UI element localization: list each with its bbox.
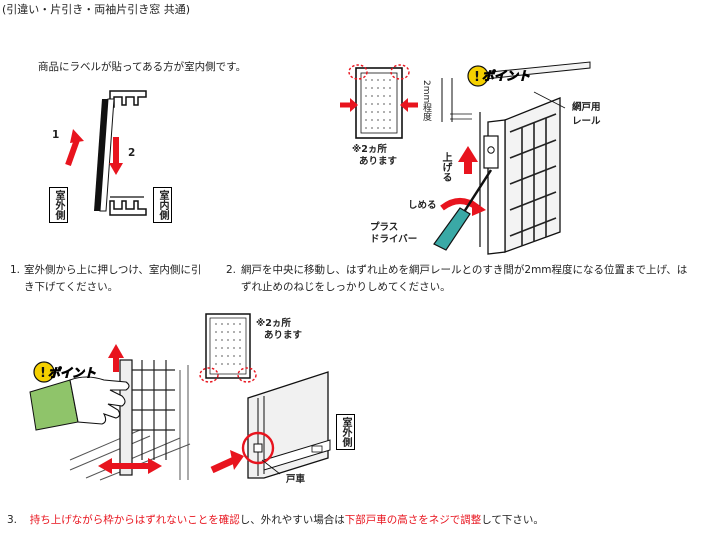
point-badge-icon-2: !: [33, 361, 55, 383]
indoor-side-badge: 室内側: [153, 187, 172, 223]
outdoor-side-badge-2: 室外側: [336, 414, 355, 450]
stopper-note-line1: ※2ヵ所: [352, 144, 387, 155]
step1-line2: き下げてください。: [24, 281, 119, 293]
screwdriver-icon: [433, 169, 493, 251]
step3-red-part2: 下部戸車の高さをネジで調整: [344, 514, 482, 526]
step2-line1: 網戸を中央に移動し、はずれ止めを網戸レールとのすき間が2mm程度になる位置まで上…: [241, 264, 688, 276]
figure-adjust-stopper: ! ポイント 2mm程度 網戸用 レール 上げる しめる プラス ドライバー: [360, 61, 640, 262]
step1-line1: 室外側から上に押しつけ、室内側に引: [24, 264, 202, 276]
rail-label-line2: レール: [572, 116, 601, 127]
lift-label: 上げる: [440, 152, 451, 182]
figure-stopper-location-top: ※2ヵ所 あります: [338, 58, 418, 168]
step3-black-part2: して下さい。: [481, 514, 544, 526]
roller-note-line2: あります: [264, 330, 303, 341]
roller-detail-drawing: [199, 313, 331, 479]
figure-install-screen-drawing: [65, 90, 147, 216]
driver-label-line2: ドライバー: [370, 234, 418, 245]
roller-note-line1: ※2ヵ所: [256, 318, 291, 329]
step3-red-part1: 持ち上げながら枠からはずれないことを確認: [29, 514, 240, 526]
figure-roller-detail: ※2ヵ所 あります 戸車: [199, 310, 370, 490]
page-title: (引違い・片引き・両袖片引き窓 共通): [2, 3, 191, 16]
inward-arrow-left: [340, 98, 358, 112]
roller-pointer-arrow: [210, 450, 244, 474]
intro-text: 商品にラベルが貼ってある方が室内側です。: [38, 61, 247, 73]
push-up-arrow: [65, 129, 84, 167]
stopper-note-line2: あります: [359, 156, 398, 167]
figure-lift-check: ! ポイント: [29, 310, 200, 481]
svg-text:!: !: [40, 366, 46, 381]
roller-label: 戸車: [286, 474, 306, 485]
step-number-1-label: 1: [52, 129, 60, 141]
lift-check-drawing: !: [29, 344, 191, 481]
stopper-location-top-drawing: [340, 64, 418, 139]
pull-down-arrow: [109, 137, 123, 175]
gap-2mm-label: 2mm程度: [421, 80, 431, 122]
tighten-curved-arrow: [440, 198, 486, 216]
point-label: ポイント: [482, 69, 531, 83]
hand-icon: [29, 376, 130, 431]
point-badge-icon: !: [467, 65, 489, 87]
step3-black-part1: し、外れやすい場合は: [239, 514, 345, 526]
rail-label-line1: 網戸用: [572, 102, 601, 113]
inward-arrow-right: [400, 98, 418, 112]
lift-up-arrow: [458, 146, 478, 174]
step-number-2-label: 2: [128, 147, 136, 159]
outdoor-side-badge: 室外側: [49, 187, 68, 223]
lift-up-arrow-2: [108, 344, 124, 372]
step1-number: 1.: [10, 264, 21, 276]
svg-text:!: !: [474, 70, 480, 85]
step3-number: 3.: [7, 514, 18, 526]
figure-install-screen: 1 2: [40, 85, 180, 225]
step2-number: 2.: [226, 264, 237, 276]
tighten-label: しめる: [408, 200, 437, 211]
step3-sentence: 3. 持ち上げながら枠からはずれないことを確認し、外れやすい場合は下部戸車の高さ…: [7, 512, 544, 528]
step2-line2: ずれ止めのねじをしっかりしめてください。: [241, 281, 451, 293]
adjust-stopper-drawing: !: [433, 61, 591, 255]
driver-label-line1: プラス: [370, 222, 399, 233]
slide-double-arrow: [98, 458, 162, 474]
point-label-2: ポイント: [48, 366, 97, 381]
